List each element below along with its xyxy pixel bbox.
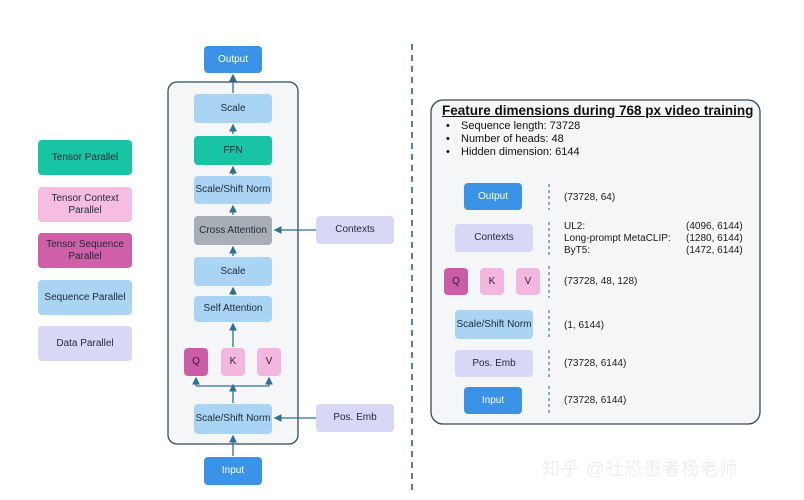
panel-output-node: Output bbox=[464, 183, 522, 210]
bullet-num-heads: Number of heads: 48 bbox=[446, 133, 564, 145]
panel-norm-dim: (1, 6144) bbox=[564, 320, 605, 331]
panel-output-dim: (73728, 64) bbox=[564, 192, 616, 203]
scale-node-top: Scale bbox=[194, 94, 272, 123]
panel-norm-node: Scale/Shift Norm bbox=[455, 310, 533, 339]
panel-contexts-node: Contexts bbox=[455, 224, 533, 252]
scale-shift-norm-node-bottom: Scale/Shift Norm bbox=[194, 404, 272, 434]
panel-pos-emb-dim: (73728, 6144) bbox=[564, 358, 627, 369]
legend-tensor-sequence-parallel: Tensor Sequence Parallel bbox=[38, 233, 132, 268]
legend-tensor-context-parallel: Tensor Context Parallel bbox=[38, 187, 132, 222]
panel-q-node: Q bbox=[444, 268, 468, 295]
ctx-dim-ul2: (4096, 6144) bbox=[686, 221, 743, 232]
panel-input-dim: (73728, 6144) bbox=[564, 395, 627, 406]
ctx-name-metaclip: Long-prompt MetaCLIP: bbox=[564, 233, 671, 244]
ctx-dim-byt5: (1472, 6144) bbox=[686, 245, 743, 256]
contexts-node: Contexts bbox=[316, 216, 394, 244]
ffn-node: FFN bbox=[194, 136, 272, 165]
ctx-dim-metaclip: (1280, 6144) bbox=[686, 233, 743, 244]
scale-shift-norm-node-mid: Scale/Shift Norm bbox=[194, 176, 272, 204]
panel-title: Feature dimensions during 768 px video t… bbox=[442, 103, 754, 118]
cross-attention-node: Cross Attention bbox=[194, 216, 272, 245]
ctx-name-byt5: ByT5: bbox=[564, 245, 591, 256]
legend-data-parallel: Data Parallel bbox=[38, 326, 132, 361]
legend-tensor-parallel: Tensor Parallel bbox=[38, 140, 132, 175]
panel-k-node: K bbox=[480, 268, 504, 295]
bullet-sequence-length: Sequence length: 73728 bbox=[446, 120, 580, 132]
legend-sequence-parallel: Sequence Parallel bbox=[38, 280, 132, 315]
v-node: V bbox=[257, 348, 281, 376]
q-node: Q bbox=[184, 348, 208, 376]
panel-v-node: V bbox=[516, 268, 540, 295]
bullet-hidden-dim: Hidden dimension: 6144 bbox=[446, 146, 580, 158]
panel-qkv-dim: (73728, 48, 128) bbox=[564, 276, 638, 287]
self-attention-node: Self Attention bbox=[194, 296, 272, 322]
panel-pos-emb-node: Pos. Emb bbox=[455, 350, 533, 377]
panel-input-node: Input bbox=[464, 387, 522, 414]
pos-emb-node: Pos. Emb bbox=[316, 404, 394, 432]
input-node: Input bbox=[204, 457, 262, 485]
watermark: 知乎 @社恐患者杨老师 bbox=[542, 459, 739, 479]
ctx-name-ul2: UL2: bbox=[564, 221, 586, 232]
output-node: Output bbox=[204, 46, 262, 73]
k-node: K bbox=[221, 348, 245, 376]
scale-node-mid: Scale bbox=[194, 257, 272, 286]
